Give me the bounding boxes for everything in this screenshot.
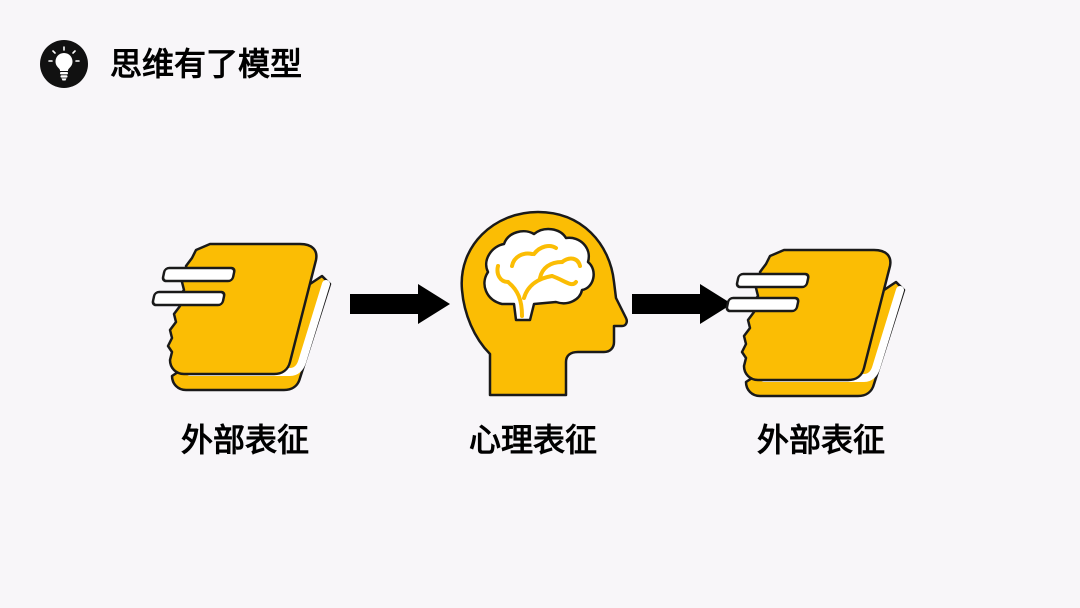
step-label-mental: 心理表征 — [468, 421, 597, 459]
lightbulb-icon — [40, 40, 88, 88]
step-label-external-1: 外部表征 — [180, 421, 309, 459]
head-brain-icon — [460, 210, 629, 397]
step-label-external-2: 外部表征 — [756, 421, 885, 459]
arrow-right-icon — [350, 284, 450, 324]
book-icon — [151, 242, 332, 392]
arrow-right-icon — [632, 284, 732, 324]
page-title: 思维有了模型 — [110, 45, 303, 83]
book-icon — [725, 248, 906, 398]
